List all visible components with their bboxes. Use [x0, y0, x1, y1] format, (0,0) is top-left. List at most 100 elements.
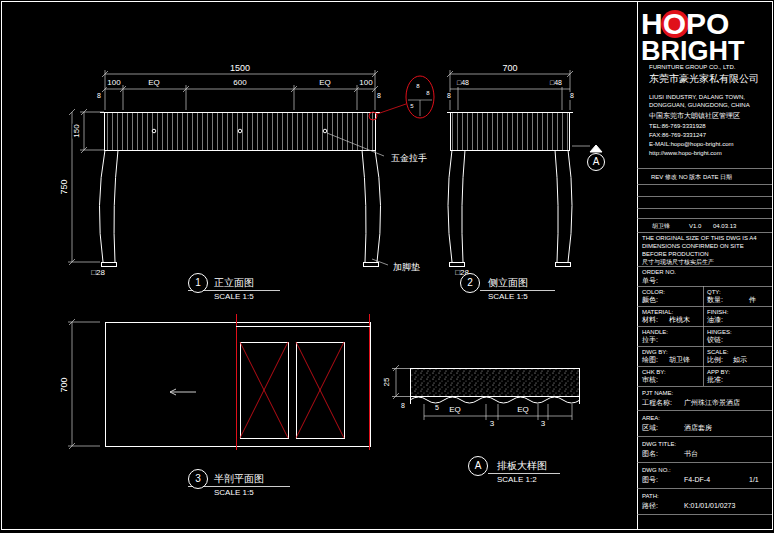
drawing-label: DWG TITLE:	[641, 441, 677, 448]
drawing-label: 酒店套房	[683, 424, 713, 432]
front-elevation	[68, 70, 434, 291]
callout-circle: 2	[460, 273, 480, 293]
drawing-label: V1.0	[688, 223, 702, 230]
drawing-label: 8	[400, 402, 406, 410]
drawing-label: APP BY:	[706, 369, 731, 376]
drawing-label: 加脚垫	[392, 262, 421, 272]
drawing-label: 5	[409, 103, 414, 110]
drawing-label: 中国东莞市大朗镇社区管理区	[648, 112, 741, 120]
drawing-label: □48	[456, 79, 470, 87]
drawing-label: 工程名称:	[641, 399, 673, 407]
drawing-label: HANDLE:	[641, 329, 669, 336]
drawing-label: DWG BY:	[641, 349, 669, 356]
drawing-label: EQ	[318, 78, 332, 87]
drawing-label: 材料:	[641, 316, 659, 324]
drawing-label: 绘图:	[641, 356, 659, 364]
drawing-label: 8	[569, 92, 575, 100]
drawing-label: 150	[72, 123, 81, 138]
company-logo: BRIGHT	[641, 38, 745, 65]
drawing-label: SCALE 1:5	[213, 488, 255, 497]
drawing-label: E-MAIL:hopo@hopo-bright.com	[648, 141, 734, 148]
drawing-label: SCALE 1:5	[213, 292, 255, 301]
drawing-label: 8	[446, 92, 452, 100]
drawing-label: 700	[59, 376, 69, 393]
drawing-label: 700	[501, 63, 518, 73]
drawing-label: EQ	[147, 78, 161, 87]
drawing-label: 100	[106, 78, 121, 87]
drawing-label: SCALE 1:5	[487, 292, 529, 301]
callout-number: 1	[195, 278, 201, 288]
drawing-label: 铰链:	[706, 336, 724, 344]
drawing-label: F4-DF-4	[683, 476, 711, 484]
drawing-label: EQ	[516, 405, 530, 414]
drawing-label: 侧立面图	[487, 277, 529, 289]
drawing-label: PJT NAME:	[641, 390, 674, 397]
drawing-label: 8	[415, 83, 420, 90]
drawing-label: BEFORE PRODUCTION	[641, 251, 710, 258]
drawing-label: 胡卫锋	[668, 356, 691, 364]
drawing-label: COLOR:	[641, 289, 666, 296]
callout-number: 2	[467, 278, 473, 288]
drawing-label: 100	[358, 78, 373, 87]
drawing-label: QTY:	[706, 289, 722, 296]
drawing-label: 批准:	[706, 376, 724, 384]
drawing-label: 5	[434, 404, 440, 412]
drawing-label: HINGES:	[706, 329, 733, 336]
drawing-label: 颜色:	[641, 296, 659, 304]
half-section-plan	[68, 314, 371, 487]
callout-number: A	[475, 461, 482, 471]
company-logo: HOPO	[641, 9, 729, 39]
drawing-label: 8	[376, 92, 382, 100]
drawing-label: DONGGUAN, GUANGDONG, CHINA	[648, 102, 751, 109]
panel-detail	[392, 365, 580, 474]
drawing-label: 图号:	[641, 476, 659, 484]
drawing-label: FINISH:	[706, 309, 729, 316]
drawing-label: SCALE:	[706, 349, 729, 356]
drawing-label: AREA:	[641, 415, 661, 422]
drawing-label: ORDER NO.	[641, 269, 677, 276]
drawing-label: 1500	[229, 63, 251, 73]
drawing-label: 3	[540, 419, 546, 428]
callout-number: A	[593, 157, 600, 167]
drawing-label: 拉手:	[641, 336, 659, 344]
drawing-label: K:01/01/01/0273	[683, 502, 736, 510]
drawing-label: 8	[425, 90, 430, 97]
drawing-label: DIMENSIONS CONFIRMED ON SITE	[641, 243, 745, 250]
callout-circle: 1	[188, 273, 208, 293]
drawing-label: 排板大样图	[496, 460, 548, 472]
drawing-label: 尺寸与现场尺寸核实后生产	[641, 259, 715, 266]
drawing-label: 区域:	[641, 424, 659, 432]
drawing-label: 审核:	[641, 376, 659, 384]
drawing-label: REV 修改 NO 版本 DATE 日期	[650, 174, 733, 181]
drawing-label: 广州珠江帝景酒店	[683, 399, 741, 407]
drawing-label: 半剖平面图	[213, 473, 265, 485]
drawing-label: □48	[549, 79, 563, 87]
drawing-label: THE ORIGINAL SIZE OF THIS DWG IS A4	[641, 235, 758, 242]
drawing-label: 600	[232, 78, 247, 87]
drawing-label: 25	[382, 377, 391, 388]
drawing-label: 胡卫锋	[651, 223, 671, 230]
drawing-label: http://www.hopo-bright.com	[648, 150, 723, 157]
drawing-label: SCALE 1:2	[496, 475, 538, 484]
drawing-label: 柞桃木	[668, 316, 691, 324]
drawing-label: 750	[59, 178, 69, 195]
drawing-label: TEL:86-769-3331928	[648, 123, 707, 130]
drawing-label: 油漆:	[706, 316, 724, 324]
drawing-label: 如示	[732, 356, 748, 364]
drawing-label: 件	[748, 296, 757, 304]
drawing-label: 8	[96, 92, 102, 100]
drawing-label: FURNITURE GROUP CO., LTD.	[648, 64, 736, 71]
callout-circle: A	[468, 456, 488, 476]
drawing-label: 04.03.13	[712, 223, 737, 230]
drawing-label: 正立面图	[213, 277, 255, 289]
drawing-label: DWG NO.:	[641, 467, 672, 474]
drawing-label: 书台	[683, 450, 699, 458]
drawing-label: EQ	[448, 405, 462, 414]
drawing-label: 1/1	[748, 476, 760, 484]
drawing-label: 东莞市豪光家私有限公司	[648, 73, 760, 85]
drawing-label: 比例:	[706, 356, 724, 364]
callout-number: 3	[195, 474, 201, 484]
drawing-label: 五金拉手	[390, 153, 428, 163]
